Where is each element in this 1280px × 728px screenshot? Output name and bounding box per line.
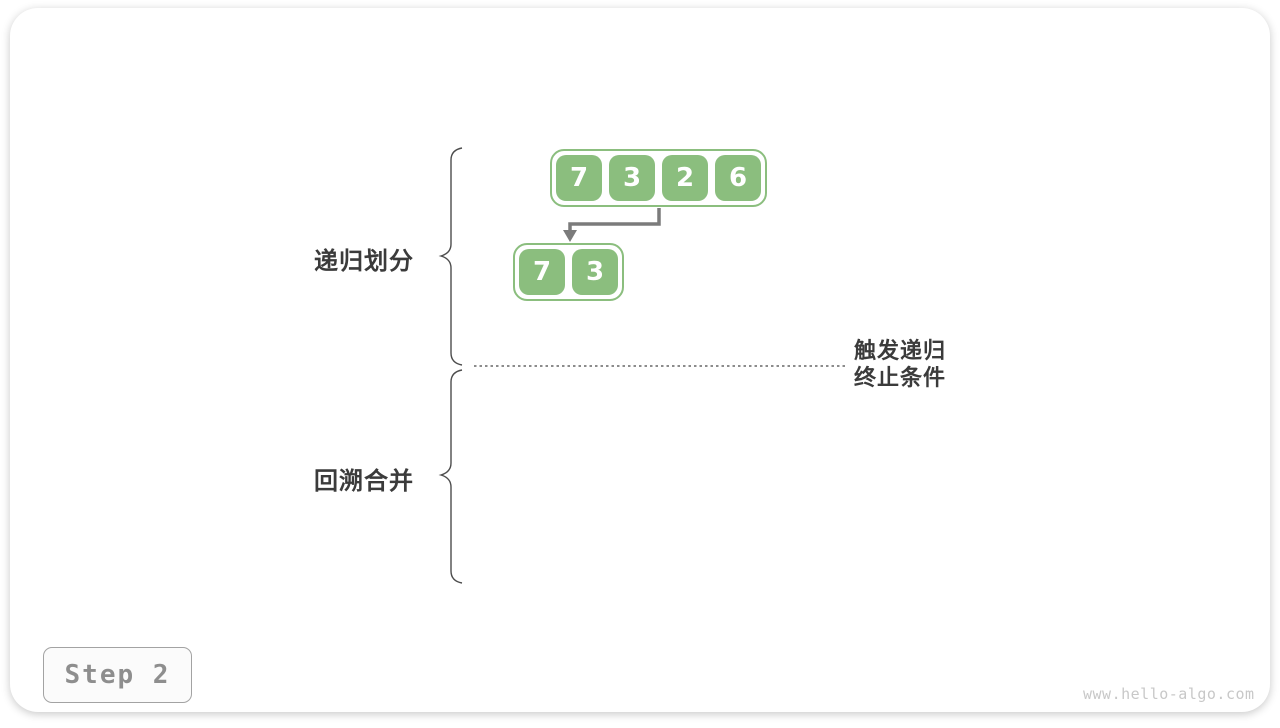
split-arrow (563, 208, 661, 242)
label-recursive-divide: 递归划分 (314, 247, 414, 275)
brace-recursive-divide (438, 147, 463, 366)
split-arrow-line (568, 208, 661, 232)
step-badge: Step 2 (43, 647, 192, 703)
array-cell: 6 (715, 155, 761, 201)
array-cell: 7 (519, 249, 565, 295)
label-termination-line2: 终止条件 (854, 366, 947, 391)
brace-backtrack-merge (438, 369, 463, 584)
watermark: www.hello-algo.com (1083, 685, 1255, 703)
label-backtrack-merge: 回溯合并 (314, 467, 414, 495)
array-cell: 2 (662, 155, 708, 201)
array-cell: 3 (609, 155, 655, 201)
label-termination-line1: 触发递归 (854, 339, 947, 364)
array-cell: 3 (572, 249, 618, 295)
diagram-lines-layer (438, 147, 846, 584)
label-termination-condition: 触发递归 终止条件 (854, 338, 946, 392)
array-cell: 7 (556, 155, 602, 201)
split-arrow-head (563, 230, 577, 242)
